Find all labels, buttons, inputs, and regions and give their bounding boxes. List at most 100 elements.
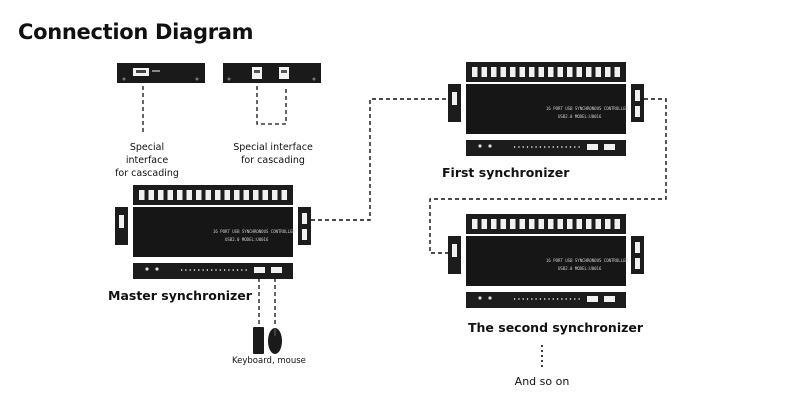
status-led (185, 269, 187, 271)
status-led (232, 269, 234, 271)
usb-port (519, 219, 525, 229)
status-led (202, 269, 204, 271)
usb-port (481, 67, 487, 77)
usb-port (148, 190, 154, 200)
usb-port (472, 67, 478, 77)
status-led (193, 269, 196, 271)
status-led (526, 146, 529, 148)
cascade-link-master-to-first (311, 98, 449, 221)
status-led (531, 298, 533, 300)
usb-port (472, 219, 478, 229)
usb-port (548, 219, 554, 229)
device-model-line2: USB2.0 MODEL:U0016 (225, 237, 269, 242)
status-led (526, 298, 529, 300)
status-led (215, 269, 217, 271)
usb-port (605, 219, 611, 229)
keyboard-mouse-label: Keyboard, mouse (232, 356, 306, 366)
status-led (548, 298, 550, 300)
device-model-line1: 16 PORT USB SYNCHRONOUS CONTROLLER (213, 229, 295, 234)
usb-port (586, 219, 592, 229)
first-synchronizer-label: First synchronizer (442, 165, 570, 180)
usb-port (510, 67, 516, 77)
keyboard-icon (253, 327, 264, 354)
status-led (548, 146, 550, 148)
usb-port (205, 190, 211, 200)
status-led (518, 146, 520, 148)
svg-text:USB2.0 MODEL:U0016: USB2.0 MODEL:U0016 (558, 114, 602, 119)
usb-port (481, 219, 487, 229)
status-led (539, 298, 541, 300)
status-led (531, 146, 533, 148)
usb-port (538, 219, 544, 229)
usb-port (605, 67, 611, 77)
cascade-link-first-to-second (429, 98, 667, 254)
usb-port (614, 67, 620, 77)
usb-port (586, 67, 592, 77)
usb-port (567, 219, 573, 229)
usb-port (500, 67, 506, 77)
usb-port (262, 190, 268, 200)
usb-port (614, 219, 620, 229)
status-led (539, 146, 541, 148)
usb-port (139, 190, 145, 200)
status-led (224, 269, 226, 271)
status-led (181, 269, 183, 271)
usb-port (595, 219, 601, 229)
usb-port (196, 190, 202, 200)
usb-port (510, 219, 516, 229)
status-led (552, 298, 554, 300)
usb-port (253, 190, 259, 200)
usb-port (529, 67, 535, 77)
usb-port (491, 67, 497, 77)
status-led (574, 298, 576, 300)
usb-port (234, 190, 240, 200)
cascade-port-closeup-left (117, 63, 205, 83)
page-title: Connection Diagram (18, 20, 254, 44)
status-led (514, 298, 516, 300)
status-led (578, 146, 580, 148)
svg-text:USB2.0 MODEL:U0016: USB2.0 MODEL:U0016 (558, 266, 602, 271)
status-led (578, 298, 580, 300)
usb-port (576, 67, 582, 77)
status-led (552, 146, 554, 148)
status-led (211, 269, 213, 271)
status-led (522, 298, 524, 300)
status-led (544, 146, 546, 148)
status-led (561, 298, 563, 300)
status-led (557, 298, 559, 300)
status-led (565, 146, 567, 148)
status-led (535, 146, 537, 148)
status-led (514, 146, 516, 148)
usb-port (595, 67, 601, 77)
status-led (241, 269, 243, 271)
callout-line-right (256, 86, 287, 125)
status-led (565, 298, 567, 300)
usb-port (272, 190, 278, 200)
status-led (236, 269, 239, 271)
usb-port (215, 190, 221, 200)
usb-port (529, 219, 535, 229)
usb-port (177, 190, 183, 200)
status-led (574, 146, 576, 148)
status-led (535, 298, 537, 300)
usb-port (548, 67, 554, 77)
usb-port (576, 219, 582, 229)
usb-port (567, 67, 573, 77)
status-led (198, 269, 200, 271)
status-led (522, 146, 524, 148)
status-led (518, 298, 520, 300)
and-so-on-label: And so on (514, 375, 570, 388)
usb-port (167, 190, 173, 200)
svg-text:16 PORT USB SYNCHRONOUS CONTRO: 16 PORT USB SYNCHRONOUS CONTROLLER (546, 106, 628, 111)
usb-port (186, 190, 192, 200)
status-led (557, 146, 559, 148)
usb-port (557, 219, 563, 229)
usb-port (557, 67, 563, 77)
master-synchronizer-device: 16 PORT USB SYNCHRONOUS CONTROLLER USB2.… (115, 185, 311, 279)
status-led (569, 146, 572, 148)
second-synchronizer-label: The second synchronizer (468, 320, 644, 335)
status-led (219, 269, 221, 271)
